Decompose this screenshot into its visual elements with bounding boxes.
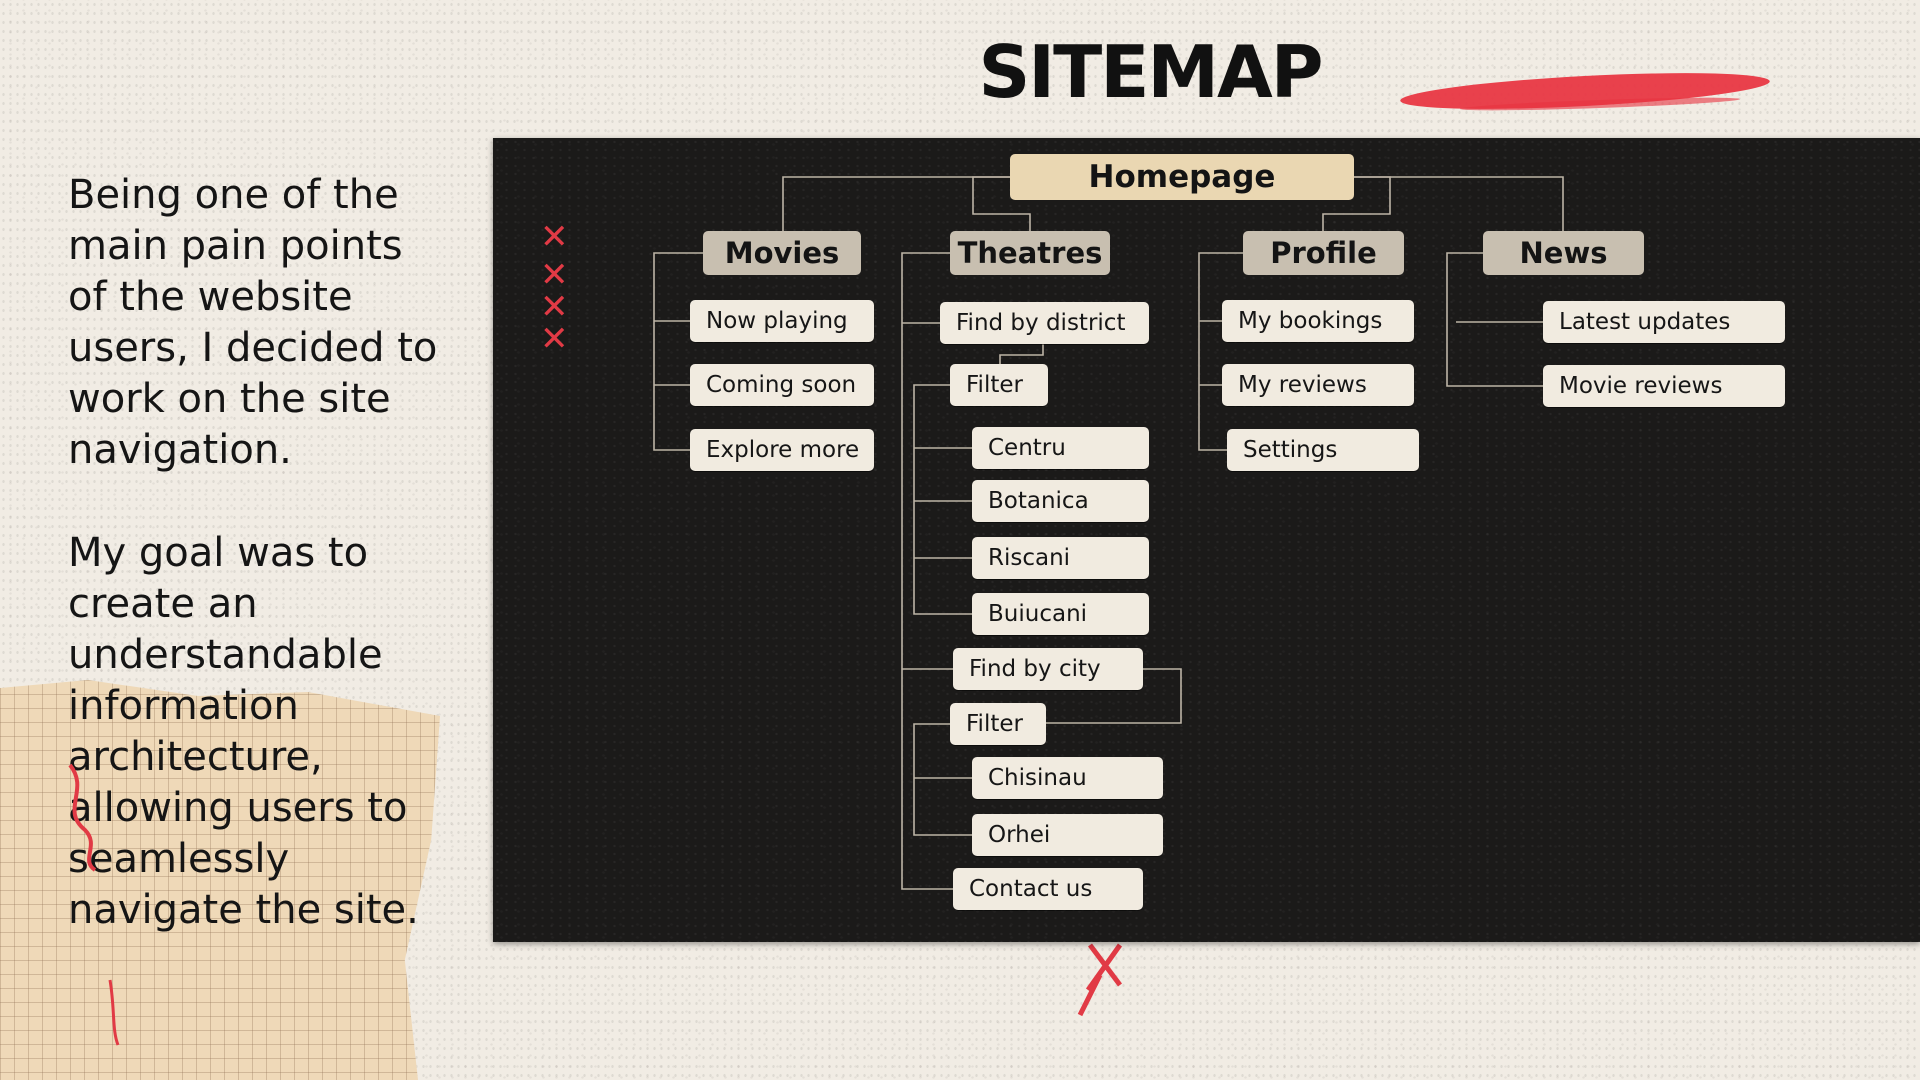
- profile-node: Profile: [1243, 231, 1404, 275]
- movies-coming-soon-node: Coming soon: [690, 364, 874, 406]
- theatres-contact-us-node: Contact us: [953, 868, 1143, 910]
- profile-settings-node: Settings: [1227, 429, 1419, 471]
- profile-my-reviews-node: My reviews: [1222, 364, 1414, 406]
- city-orhei-node: Orhei: [972, 814, 1163, 856]
- theatres-find-by-district-node: Find by district: [940, 302, 1149, 344]
- district-riscani-node: Riscani: [972, 537, 1149, 579]
- movies-explore-more-node: Explore more: [690, 429, 874, 471]
- profile-my-bookings-node: My bookings: [1222, 300, 1414, 342]
- intro-paragraph-2: My goal was to create an understandable …: [68, 528, 448, 936]
- district-centru-node: Centru: [972, 427, 1149, 469]
- news-movie-reviews-node: Movie reviews: [1543, 365, 1785, 407]
- red-x-icon: ✕: [540, 322, 569, 356]
- theatres-node: Theatres: [950, 231, 1110, 275]
- slide-title: SITEMAP: [0, 30, 1920, 114]
- theatres-district-filter-node: Filter: [950, 364, 1048, 406]
- city-chisinau-node: Chisinau: [972, 757, 1163, 799]
- movies-node: Movies: [703, 231, 861, 275]
- news-latest-updates-node: Latest updates: [1543, 301, 1785, 343]
- movies-now-playing-node: Now playing: [690, 300, 874, 342]
- red-x-icon: ✕: [540, 220, 569, 254]
- homepage-node: Homepage: [1010, 154, 1354, 200]
- theatres-find-by-city-node: Find by city: [953, 648, 1143, 690]
- theatres-city-filter-node: Filter: [950, 703, 1046, 745]
- intro-paragraph-1: Being one of the main pain points of the…: [68, 170, 448, 476]
- news-node: News: [1483, 231, 1644, 275]
- district-buiucani-node: Buiucani: [972, 593, 1149, 635]
- district-botanica-node: Botanica: [972, 480, 1149, 522]
